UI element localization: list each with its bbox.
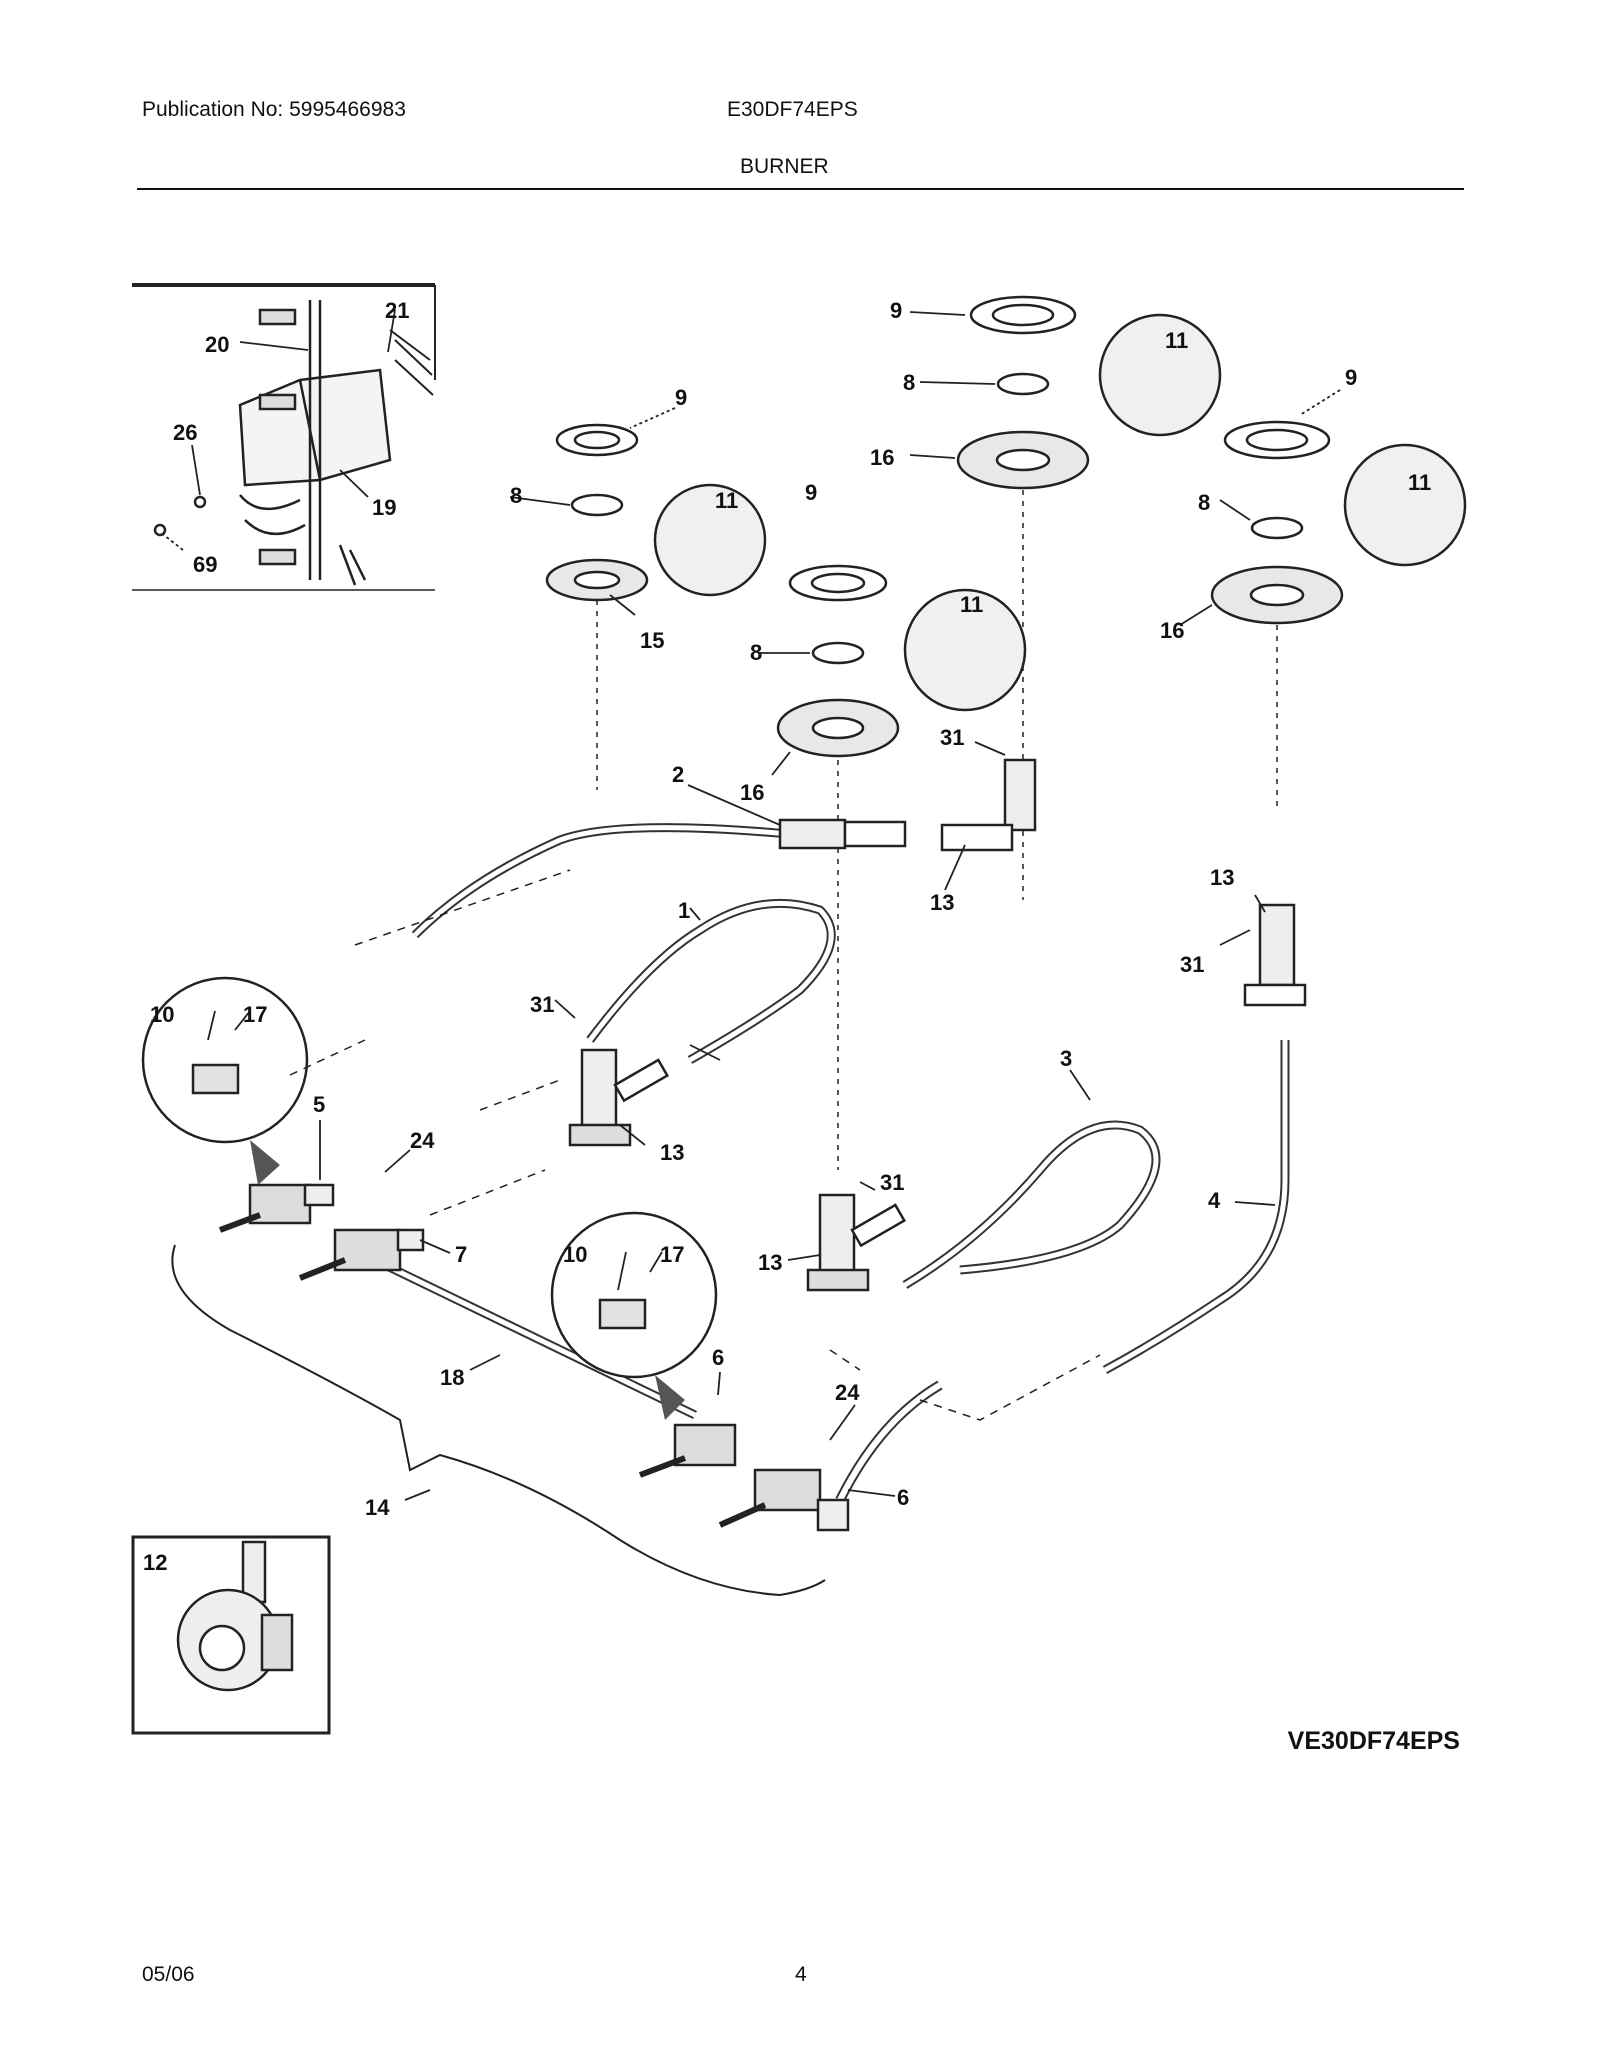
gas-tube-2	[411, 823, 801, 939]
label-2: 2	[672, 762, 684, 787]
orifice-holder-rear	[940, 758, 1037, 852]
label-13-b: 13	[1210, 865, 1234, 890]
label-9-d: 9	[1345, 365, 1357, 390]
label-8-d: 8	[1198, 490, 1210, 515]
label-19: 19	[372, 495, 396, 520]
label-20: 20	[205, 332, 229, 357]
label-3: 3	[1060, 1046, 1072, 1071]
valve-6b	[718, 1468, 850, 1532]
label-10-b: 10	[563, 1242, 587, 1267]
label-11-a: 11	[1165, 328, 1188, 353]
valve-5	[218, 1183, 335, 1233]
label-31-a: 31	[940, 725, 964, 750]
label-69: 69	[193, 552, 217, 577]
label-24-b: 24	[835, 1380, 860, 1405]
label-26: 26	[173, 420, 197, 445]
label-8-b: 8	[510, 483, 522, 508]
label-1: 1	[678, 898, 690, 923]
part-labels: 21 20 26 19 69 9 8 16 11 9 8 11 15 9 8 1…	[143, 298, 1431, 1575]
header-rule	[137, 188, 1464, 190]
spark-module-inset	[132, 283, 436, 591]
valve-6a	[638, 1423, 737, 1478]
burner-left-rear	[545, 423, 767, 790]
label-9-c: 9	[805, 480, 817, 505]
burner-right	[1210, 420, 1467, 810]
regulator-inset	[131, 1535, 331, 1735]
label-11-b: 11	[715, 488, 738, 513]
label-16-c: 16	[1160, 618, 1184, 643]
footer-date: 05/06	[142, 1963, 195, 1986]
label-24-a: 24	[410, 1128, 435, 1153]
label-8-c: 8	[750, 640, 762, 665]
switch-inset-center	[550, 1211, 718, 1379]
page-number: 4	[795, 1963, 807, 1986]
label-7: 7	[455, 1242, 467, 1267]
label-31-d: 31	[880, 1170, 904, 1195]
label-15: 15	[640, 628, 664, 653]
label-18: 18	[440, 1365, 464, 1390]
label-11-c: 11	[960, 592, 983, 617]
publication-number: Publication No: 5995466983	[142, 98, 406, 121]
label-16-a: 16	[870, 445, 894, 470]
valve-7	[298, 1228, 425, 1281]
orifice-holder-right	[1243, 903, 1307, 1007]
burner-center-front	[776, 564, 1027, 1170]
label-17-b: 17	[660, 1242, 684, 1267]
label-10-a: 10	[150, 1002, 174, 1027]
label-6-a: 6	[712, 1345, 724, 1370]
orifice-holder-center	[806, 1193, 907, 1292]
label-8-a: 8	[903, 370, 915, 395]
label-9-a: 9	[890, 298, 902, 323]
label-17-a: 17	[243, 1002, 267, 1027]
burner-center-rear	[956, 295, 1222, 900]
label-16-b: 16	[740, 780, 764, 805]
label-5: 5	[313, 1092, 325, 1117]
label-12: 12	[143, 1550, 167, 1575]
switch-inset-left	[141, 976, 309, 1144]
gas-tube-1	[586, 898, 836, 1064]
label-13-c: 13	[660, 1140, 684, 1165]
label-31-b: 31	[1180, 952, 1204, 977]
harness-14	[171, 1244, 826, 1597]
label-9-b: 9	[675, 385, 687, 410]
model-number: E30DF74EPS	[727, 98, 858, 121]
orifice-holder-left	[568, 1048, 670, 1147]
label-6-b: 6	[897, 1485, 909, 1510]
label-13-a: 13	[930, 890, 954, 915]
label-14: 14	[365, 1495, 390, 1520]
label-21: 21	[385, 298, 409, 323]
diagram-model-number: VE30DF74EPS	[1287, 1727, 1460, 1755]
label-11-d: 11	[1408, 470, 1431, 495]
label-13-d: 13	[758, 1250, 782, 1275]
label-4: 4	[1208, 1188, 1221, 1213]
label-31-c: 31	[530, 992, 554, 1017]
section-title: BURNER	[740, 155, 829, 178]
